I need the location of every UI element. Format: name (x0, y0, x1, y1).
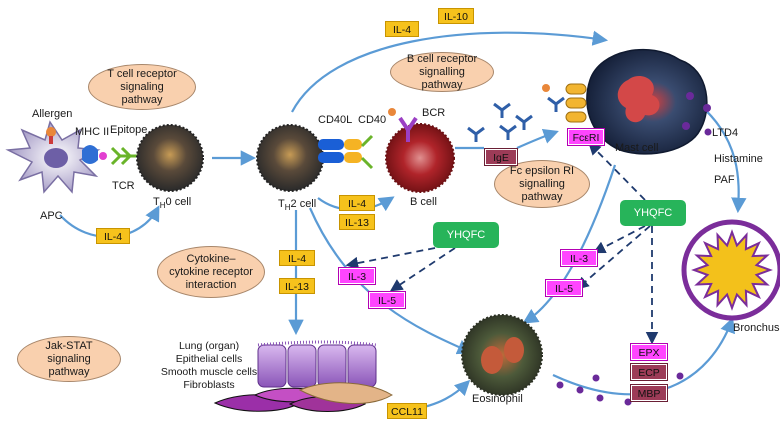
arrow-ige-to-mast (516, 128, 559, 150)
mast-cell (542, 48, 708, 155)
label-bcr: BCR (422, 107, 446, 119)
dash-yhqfc-left-to-il3 (345, 247, 436, 270)
tcr-receptor-icon (110, 146, 138, 166)
bubble-jakstat: Jak-STAT signaling pathway (17, 336, 121, 382)
bubble-tcr-pathway: T cell receptor signaling pathway (88, 64, 196, 110)
label-tcr: TCR (112, 180, 135, 192)
ige-antibody-icon (467, 102, 533, 142)
tag-bcell-il13: IL-13 (339, 214, 375, 230)
smooth-muscle-icon (213, 382, 393, 412)
tag-right-il5: IL-5 (545, 279, 583, 297)
epithelial-cells-icon (257, 340, 377, 388)
label-bronchus: Bronchus (733, 322, 780, 334)
tag-mid-il3: IL-3 (338, 267, 376, 285)
arrow-eosinophil-to-bronchus (552, 317, 735, 396)
fc-receptor-icon (565, 83, 587, 123)
granules (556, 92, 712, 406)
yhqfc-right: YHQFC (620, 200, 686, 226)
lung-line: Smooth muscle cells (160, 366, 258, 378)
label-bcell: B cell (410, 196, 437, 208)
label-th0-sub: H (159, 201, 166, 211)
tag-ecp: ECP (630, 363, 668, 381)
label-th2: TH2 cell (278, 198, 316, 214)
arrow-th2-to-mastcell (291, 30, 609, 113)
eosinophil (461, 314, 543, 396)
label-histamine: Histamine (714, 153, 763, 165)
apc-cell (5, 120, 107, 194)
label-cd40: CD40 (358, 114, 387, 126)
bronchus-star-icon (691, 229, 773, 311)
tag-apc-il4: IL-4 (96, 228, 130, 244)
label-cd40l: CD40L (318, 114, 353, 126)
tag-cyt-il13: IL-13 (279, 278, 315, 294)
tag-mid-il5: IL-5 (368, 291, 406, 309)
label-th2-main: T (278, 198, 285, 210)
bubble-cytokine: Cytokine–cytokine receptor interaction (157, 246, 265, 298)
tag-fceri: FcεRI (567, 128, 605, 146)
label-allergen: Allergen (32, 108, 73, 120)
label-lung-list: Lung (organ) Epithelial cells Smooth mus… (156, 340, 262, 392)
label-epitope: Epitope (110, 124, 148, 136)
label-mhc2: MHC II (75, 126, 110, 138)
tag-epx: EPX (630, 343, 668, 361)
tag-cyt-il4: IL-4 (279, 250, 315, 266)
th0-cell (136, 124, 204, 192)
tag-ccl11: CCL11 (387, 403, 427, 419)
bcr-icon (398, 116, 418, 142)
lung-line: Fibroblasts (183, 379, 235, 391)
tag-right-il3: IL-3 (560, 249, 598, 267)
bubble-bcr-pathway: B cell receptor signalling pathway (390, 52, 494, 92)
label-th2-tail: 2 cell (290, 198, 317, 210)
allergen-icon (46, 127, 56, 137)
dash-yhqfc-right-to-il3 (592, 225, 646, 254)
label-th2-sub: H (284, 203, 291, 213)
arrow-mast-to-bronchus (699, 104, 747, 214)
tag-top-il4: IL-4 (385, 21, 419, 37)
label-ltd4: LTD4 (712, 127, 739, 139)
label-paf: PAF (714, 174, 735, 186)
bronchus (681, 219, 780, 321)
label-apc: APC (40, 210, 63, 222)
label-th0-tail: 0 cell (165, 196, 192, 208)
tag-ige: IgE (484, 148, 518, 166)
label-th0-main: T (153, 196, 160, 208)
tag-top-il10: IL-10 (438, 8, 474, 24)
label-mast-cell: Mast cell (615, 142, 659, 154)
label-th0: TH0 cell (153, 196, 191, 212)
tag-bcell-il4: IL-4 (339, 195, 375, 211)
dash-yhqfc-right-to-fceri (588, 142, 646, 201)
dash-yhqfc-right-to-il5 (576, 225, 651, 290)
lung-line: Lung (organ) (178, 340, 240, 352)
bubble-fc-pathway: Fc epsilon RI signalling pathway (494, 160, 590, 208)
tag-mbp: MBP (630, 384, 668, 402)
dash-yhqfc-left-to-il5 (389, 247, 456, 292)
yhqfc-left: YHQFC (433, 222, 499, 248)
cd40l-cd40-icon (318, 134, 374, 170)
b-cell (385, 108, 455, 193)
epitope-icon (99, 152, 107, 160)
th2-cell (256, 124, 324, 192)
arrows-dashed (345, 142, 659, 345)
label-eosinophil: Eosinophil (472, 393, 523, 405)
lung-line: Epithelial cells (175, 353, 243, 365)
mhc2-icon (82, 145, 98, 164)
